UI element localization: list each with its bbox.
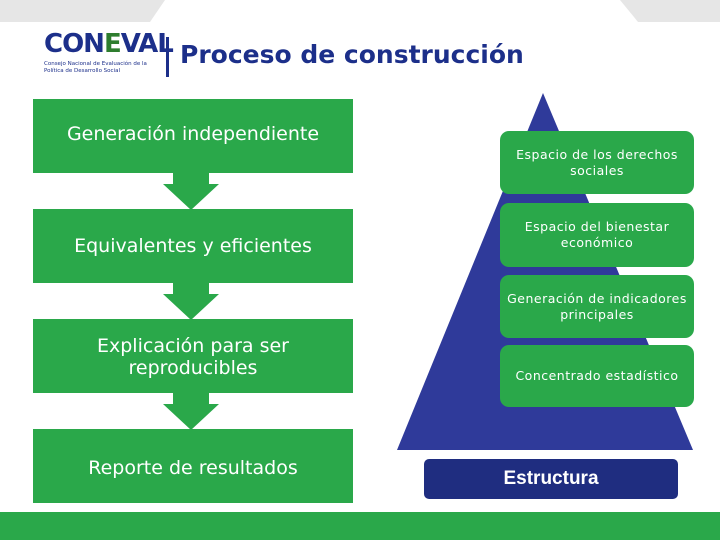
pyramid-level-2: Espacio del bienestar económico — [500, 203, 694, 267]
pyramid-base-estructura: Estructura — [424, 459, 678, 499]
step-label: Reporte de resultados — [88, 457, 298, 479]
pyramid-level-label: Generación de indicadores principales — [507, 290, 687, 322]
step-box-2: Equivalentes y eficientes — [33, 209, 353, 283]
pyramid-level-1: Espacio de los derechos sociales — [500, 131, 694, 194]
footer-bar — [0, 512, 720, 540]
pyramid-level-label: Concentrado estadístico — [515, 368, 679, 383]
corner-decoration-left — [0, 0, 165, 22]
down-arrow-icon — [163, 172, 219, 210]
conPoval-logo: CONEVAL Consejo Nacional de Evaluación d… — [44, 29, 174, 79]
pyramid-level-3: Generación de indicadores principales — [500, 275, 694, 338]
pyramid-level-label: Espacio del bienestar económico — [524, 219, 670, 250]
step-label: Generación independiente — [66, 123, 320, 145]
step-box-4: Reporte de resultados — [33, 429, 353, 503]
step-label: Equivalentes y eficientes — [74, 235, 312, 257]
down-arrow-icon — [163, 392, 219, 430]
page-title: Proceso de construcción — [180, 40, 524, 69]
pyramid-level-label: Espacio de los derechos sociales — [516, 146, 678, 178]
down-arrow-icon — [163, 282, 219, 320]
step-box-1: Generación independiente — [33, 99, 353, 173]
step-label: Explicación para ser reproducibles — [97, 335, 289, 379]
logo-wordmark: CONEVAL — [44, 29, 174, 59]
step-box-3: Explicación para ser reproducibles — [33, 319, 353, 393]
title-divider — [166, 37, 169, 77]
logo-subtitle: Consejo Nacional de Evaluación de la Pol… — [44, 61, 147, 74]
corner-decoration-right — [620, 0, 720, 22]
pyramid-level-4: Concentrado estadístico — [500, 345, 694, 407]
